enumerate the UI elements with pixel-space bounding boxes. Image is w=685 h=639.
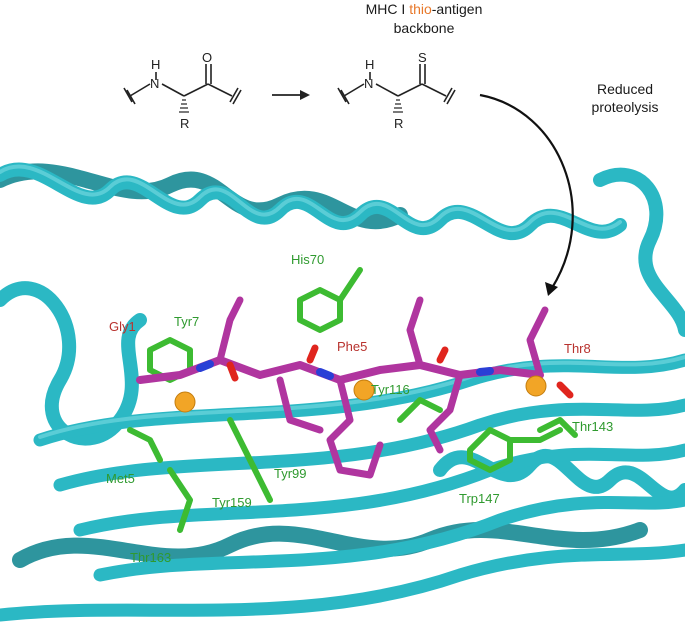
- residue-label-met5: Met5: [106, 471, 135, 486]
- left-bracket: [337, 87, 350, 105]
- ribbon-strand: [73, 443, 685, 537]
- bond: [343, 83, 365, 97]
- residue-label-phe5: Phe5: [337, 339, 367, 354]
- right-bracket: [443, 87, 456, 105]
- bond: [397, 83, 423, 97]
- chem-left-n: N: [150, 76, 159, 91]
- header-title-line2: backbone: [394, 20, 455, 36]
- header-title-line1: MHC I thio-antigen: [366, 1, 483, 17]
- mhc-ribbon-structure: [0, 162, 685, 622]
- proteolysis-arrow: [479, 93, 574, 296]
- annotation-line2: proteolysis: [592, 99, 659, 115]
- ribbon-strand: [33, 353, 685, 447]
- chem-left-o: O: [202, 50, 212, 65]
- residue-label-gly1: Gly1: [109, 319, 136, 334]
- bond: [207, 83, 233, 97]
- stereo-wedge: [179, 99, 189, 113]
- reaction-arrow: [272, 90, 310, 100]
- mhc-sidechains: [127, 267, 578, 533]
- residue-label-tyr99: Tyr99: [274, 466, 307, 481]
- residue-label-trp147: Trp147: [459, 491, 500, 506]
- bond: [129, 83, 151, 97]
- amide-backbone-structure: [123, 64, 242, 113]
- residue-label-tyr159: Tyr159: [212, 495, 252, 510]
- ribbon-loop-left: [0, 281, 147, 446]
- thio-sulfur-atoms: [174, 375, 547, 413]
- stereo-wedge: [393, 99, 403, 113]
- sulfur-sphere: [174, 391, 196, 413]
- header-title-accent: thio: [409, 1, 432, 17]
- left-bracket: [123, 87, 136, 105]
- thioamide-backbone-structure: [337, 64, 456, 113]
- ribbon-loop-right: [593, 167, 685, 337]
- figure-header: MHC I thio-antigen backbone: [366, 1, 483, 36]
- chem-left-h: H: [151, 57, 160, 72]
- residue-label-thr163: Thr163: [130, 550, 171, 565]
- chem-right-h: H: [365, 57, 374, 72]
- residue-label-tyr7: Tyr7: [174, 314, 199, 329]
- residue-label-tyr116: Tyr116: [371, 382, 410, 397]
- annotation-line1: Reduced: [597, 81, 653, 97]
- peptide-ligand: [136, 296, 574, 479]
- chem-right-n: N: [364, 76, 373, 91]
- bond: [375, 83, 399, 97]
- residue-labels: Gly1 Phe5 Thr8 Tyr7 His70 Tyr116 Met5 Ty…: [106, 252, 613, 565]
- ribbon-helix-upper: [0, 162, 627, 240]
- residue-label-thr8: Thr8: [564, 341, 591, 356]
- bond: [161, 83, 185, 97]
- chem-right-s: S: [418, 50, 427, 65]
- residue-label-thr143: Thr143: [572, 419, 613, 434]
- ribbon-strand: [0, 543, 685, 622]
- ribbon-strand: [93, 493, 685, 582]
- chem-right-r: R: [394, 116, 403, 131]
- bond: [421, 83, 447, 97]
- residue-label-his70: His70: [291, 252, 324, 267]
- chem-left-r: R: [180, 116, 189, 131]
- bond: [183, 83, 209, 97]
- sulfur-sphere: [353, 379, 375, 401]
- right-bracket: [229, 87, 242, 105]
- sulfur-sphere: [525, 375, 547, 397]
